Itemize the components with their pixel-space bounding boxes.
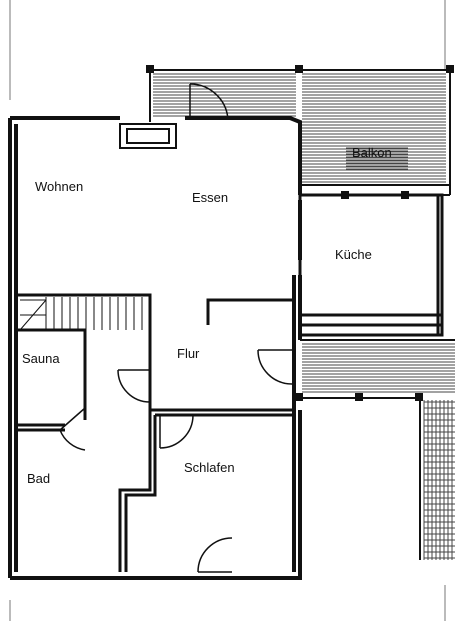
margin-guides xyxy=(9,0,446,621)
balcony-door xyxy=(189,83,229,121)
window-top xyxy=(119,123,177,149)
terrace-frame xyxy=(295,339,455,560)
balcony-top-hatching xyxy=(153,73,446,183)
room-label-sauna: Sauna xyxy=(22,351,60,366)
room-label-flur: Flur xyxy=(177,346,200,361)
room-label-kueche: Küche xyxy=(335,247,372,262)
room-label-balkon: Balkon xyxy=(352,145,392,160)
inner-walls xyxy=(16,293,294,572)
room-label-schlafen: Schlafen xyxy=(184,460,235,475)
staircase xyxy=(19,297,143,331)
terrace-right-hatching xyxy=(302,343,455,560)
doors xyxy=(59,349,293,573)
kitchen-walls xyxy=(298,193,444,337)
room-label-wohnen: Wohnen xyxy=(35,179,83,194)
room-label-bad: Bad xyxy=(27,471,50,486)
room-label-essen: Essen xyxy=(192,190,228,205)
